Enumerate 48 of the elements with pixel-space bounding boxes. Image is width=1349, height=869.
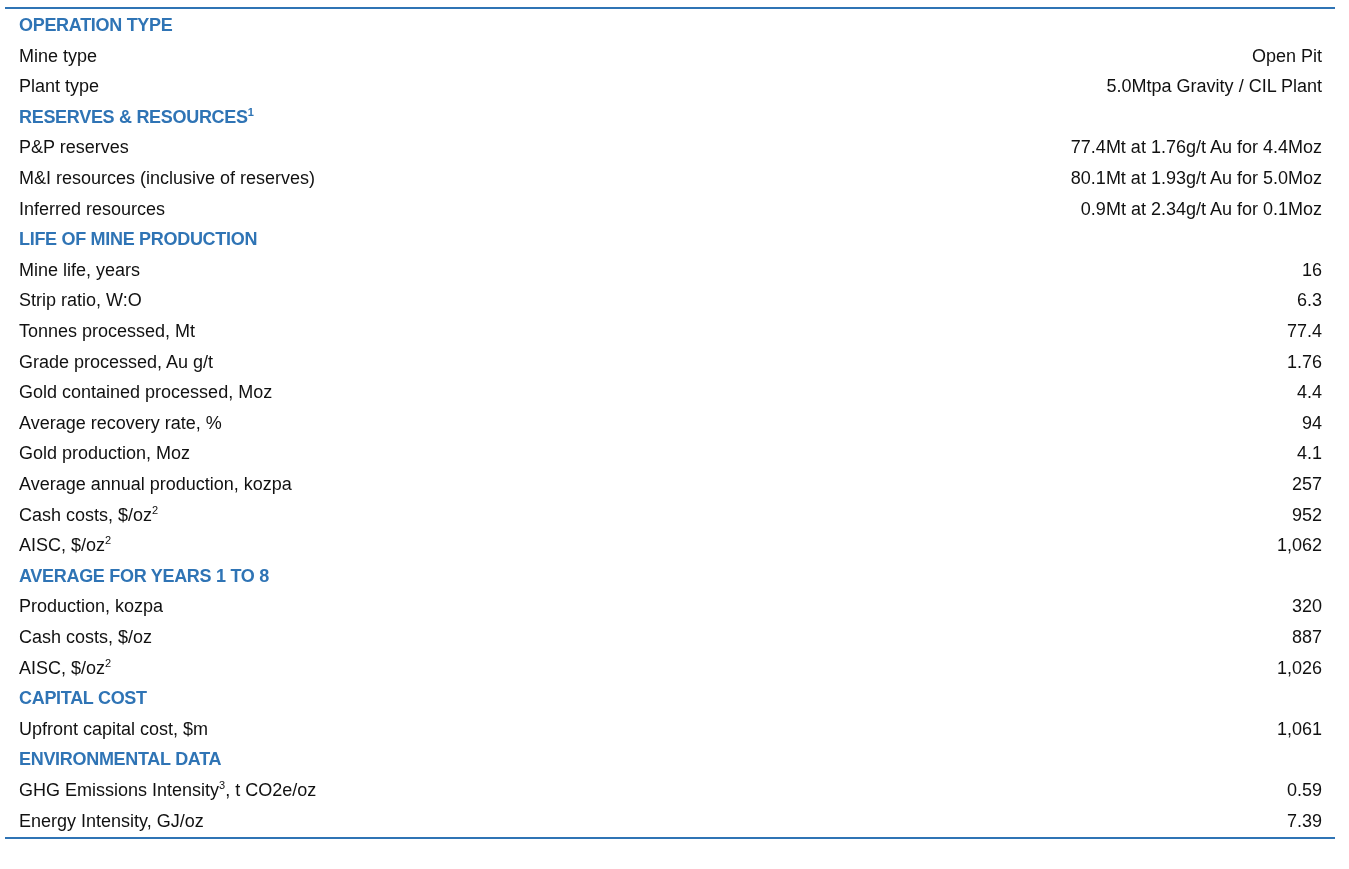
row-value: 4.4 — [1296, 381, 1322, 404]
row-value: 952 — [1291, 503, 1322, 526]
row-label: Production, kozpa — [19, 595, 164, 618]
row-value: 320 — [1291, 595, 1322, 618]
row-label: Average recovery rate, % — [19, 411, 222, 434]
row-value: 257 — [1291, 473, 1322, 495]
row-label: Upfront capital cost, $m — [19, 717, 209, 740]
row-label: Gold production, Moz — [19, 442, 191, 465]
section-heading: LIFE OF MINE PRODUCTION — [19, 228, 258, 251]
row-label: Gold contained processed, Moz — [19, 381, 273, 404]
row-label: Strip ratio, W:O — [19, 289, 142, 312]
row-label: Inferred resources — [19, 197, 166, 220]
row-label: Grade processed, Au g/t — [19, 350, 214, 373]
row-value: 77.4 — [1286, 320, 1322, 342]
row-label: M&I resources (inclusive of reserves) — [19, 167, 316, 189]
row-value: 16 — [1301, 258, 1322, 281]
row-label: Energy Intensity, GJ/oz — [19, 809, 204, 832]
row-label: GHG Emissions Intensity$^{3}$, t CO2e/oz — [19, 779, 317, 801]
row-value: 1,026 — [1276, 656, 1322, 679]
row-value: 887 — [1291, 626, 1322, 648]
row-value: 0.59 — [1286, 779, 1322, 801]
section-heading: OPERATION TYPE — [19, 14, 173, 36]
row-value: 6.3 — [1296, 289, 1322, 312]
row-label: Mine life, years — [19, 258, 141, 281]
row-value: 1.76 — [1286, 350, 1322, 373]
row-value: 7.39 — [1286, 809, 1322, 832]
row-label: P&P reserves — [19, 136, 129, 159]
row-label: Average annual production, kozpa — [19, 473, 292, 495]
row-value: 94 — [1301, 411, 1322, 434]
section-heading: CAPITAL COST — [19, 687, 147, 710]
row-label: Cash costs, $/oz$^{2}$ — [19, 503, 159, 526]
row-value: 4.1 — [1296, 442, 1322, 465]
row-label: Plant type — [19, 75, 100, 98]
row-value: 1,061 — [1276, 717, 1322, 740]
row-value: 80.1Mt at 1.93g/t Au for 5.0Moz — [1070, 167, 1322, 189]
row-label: Cash costs, $/oz — [19, 626, 153, 648]
section-heading: AVERAGE FOR YEARS 1 TO 8 — [19, 564, 269, 587]
row-label: AISC, $/oz$^{2}$ — [19, 534, 112, 557]
row-label: AISC, $/oz$^{2}$ — [19, 656, 112, 679]
section-heading: ENVIRONMENTAL DATA — [19, 748, 222, 771]
row-value: 5.0Mtpa Gravity / CIL Plant — [1106, 75, 1322, 98]
row-label: Mine type — [19, 44, 98, 67]
row-value: 0.9Mt at 2.34g/t Au for 0.1Moz — [1080, 197, 1322, 220]
row-label: Tonnes processed, Mt — [19, 320, 196, 342]
row-value: 1,062 — [1276, 534, 1322, 557]
row-value: Open Pit — [1251, 44, 1322, 67]
section-heading: RESERVES & RESOURCES$^{1}$ — [19, 105, 254, 128]
row-value: 77.4Mt at 1.76g/t Au for 4.4Moz — [1070, 136, 1322, 159]
